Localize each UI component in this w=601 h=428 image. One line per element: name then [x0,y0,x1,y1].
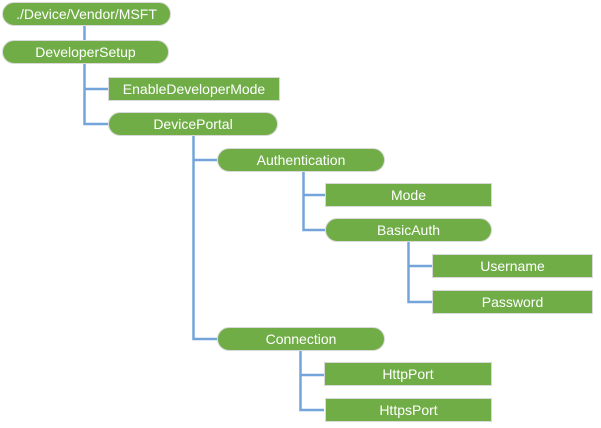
tree-node-mode-label: Mode [390,187,427,203]
tree-node-password: Password [432,290,593,314]
tree-node-authentication: Authentication [217,148,385,172]
tree-node-username: Username [432,254,593,278]
tree-node-connection-label: Connection [265,331,337,347]
tree-node-developersetup-label: DeveloperSetup [35,44,136,60]
tree-node-deviceportal-label: DevicePortal [153,116,233,132]
tree-node-mode: Mode [325,183,492,207]
tree-node-enabledevelopermode-label: EnableDeveloperMode [122,81,266,97]
tree-node-password-label: Password [481,294,544,310]
tree-node-httpsport-label: HttpsPort [379,402,438,418]
tree-node-httpsport: HttpsPort [325,398,492,422]
tree-node-deviceportal: DevicePortal [108,112,278,136]
connector-connection-children [299,351,324,412]
tree-node-httpport-label: HttpPort [382,366,434,382]
tree-node-authentication-label: Authentication [256,152,346,168]
tree-node-connection: Connection [217,327,385,351]
tree-node-username-label: Username [480,258,545,274]
tree-node-basicauth: BasicAuth [325,218,492,242]
connector-developersetup-children [83,64,108,126]
connector-authentication-children [302,172,325,232]
tree-node-httpport: HttpPort [324,362,492,386]
tree-node-basicauth-label: BasicAuth [376,222,441,238]
tree-node-device-vendor-msft-label: ./Device/Vendor/MSFT [16,6,157,22]
connector-deviceportal-children [192,136,217,341]
tree-node-developersetup: DeveloperSetup [2,40,169,64]
tree-node-enabledevelopermode: EnableDeveloperMode [108,77,280,101]
connector-basicauth-children [407,242,432,304]
tree-node-device-vendor-msft: ./Device/Vendor/MSFT [2,2,171,26]
